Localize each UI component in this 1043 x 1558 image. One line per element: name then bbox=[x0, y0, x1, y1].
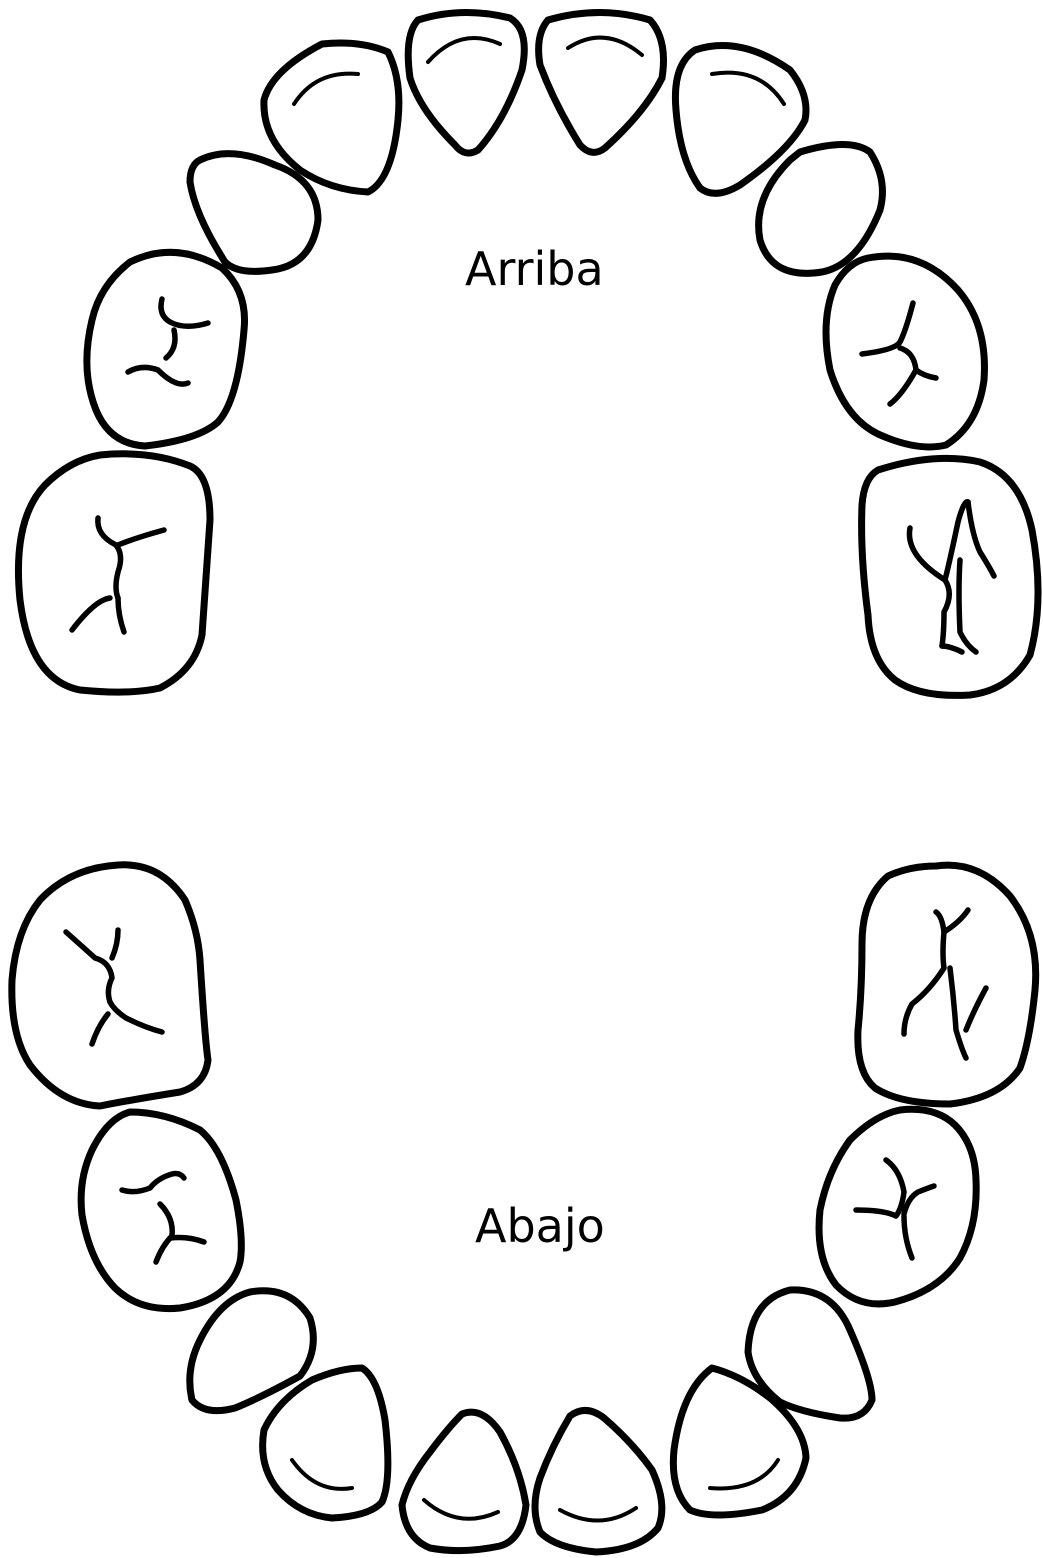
tooth-lower-left-lateral-incisor[interactable] bbox=[259, 1364, 392, 1522]
tooth-lower-right-first-molar[interactable] bbox=[815, 1105, 980, 1308]
tooth-lower-left-first-molar[interactable] bbox=[77, 1108, 245, 1313]
tooth-lower-right-central-incisor[interactable] bbox=[531, 1407, 666, 1556]
tooth-upper-right-lateral-incisor[interactable] bbox=[671, 42, 810, 197]
tooth-lower-right-lateral-incisor[interactable] bbox=[669, 1364, 810, 1519]
tooth-lower-right-second-molar[interactable] bbox=[854, 861, 1040, 1108]
tooth-lower-left-second-molar[interactable] bbox=[8, 861, 212, 1110]
tooth-upper-left-second-molar[interactable] bbox=[14, 450, 214, 696]
tooth-upper-right-first-molar[interactable] bbox=[822, 252, 988, 451]
tooth-upper-left-canine[interactable] bbox=[186, 150, 322, 275]
upper-arch-label: Arriba bbox=[465, 242, 604, 296]
tooth-lower-left-canine[interactable] bbox=[186, 1287, 317, 1415]
lower-arch-label: Abajo bbox=[475, 1199, 605, 1253]
upper-arch: Arriba bbox=[14, 9, 1042, 699]
tooth-upper-left-central-incisor[interactable] bbox=[404, 9, 528, 157]
tooth-lower-left-central-incisor[interactable] bbox=[398, 1408, 530, 1555]
tooth-upper-right-second-molar[interactable] bbox=[858, 454, 1042, 699]
tooth-upper-left-lateral-incisor[interactable] bbox=[260, 39, 403, 196]
lower-arch: Abajo bbox=[8, 861, 1040, 1556]
tooth-upper-right-canine[interactable] bbox=[755, 141, 886, 277]
tooth-upper-right-central-incisor[interactable] bbox=[535, 9, 667, 156]
tooth-lower-right-canine[interactable] bbox=[744, 1286, 876, 1422]
tooth-upper-left-first-molar[interactable] bbox=[83, 248, 249, 450]
